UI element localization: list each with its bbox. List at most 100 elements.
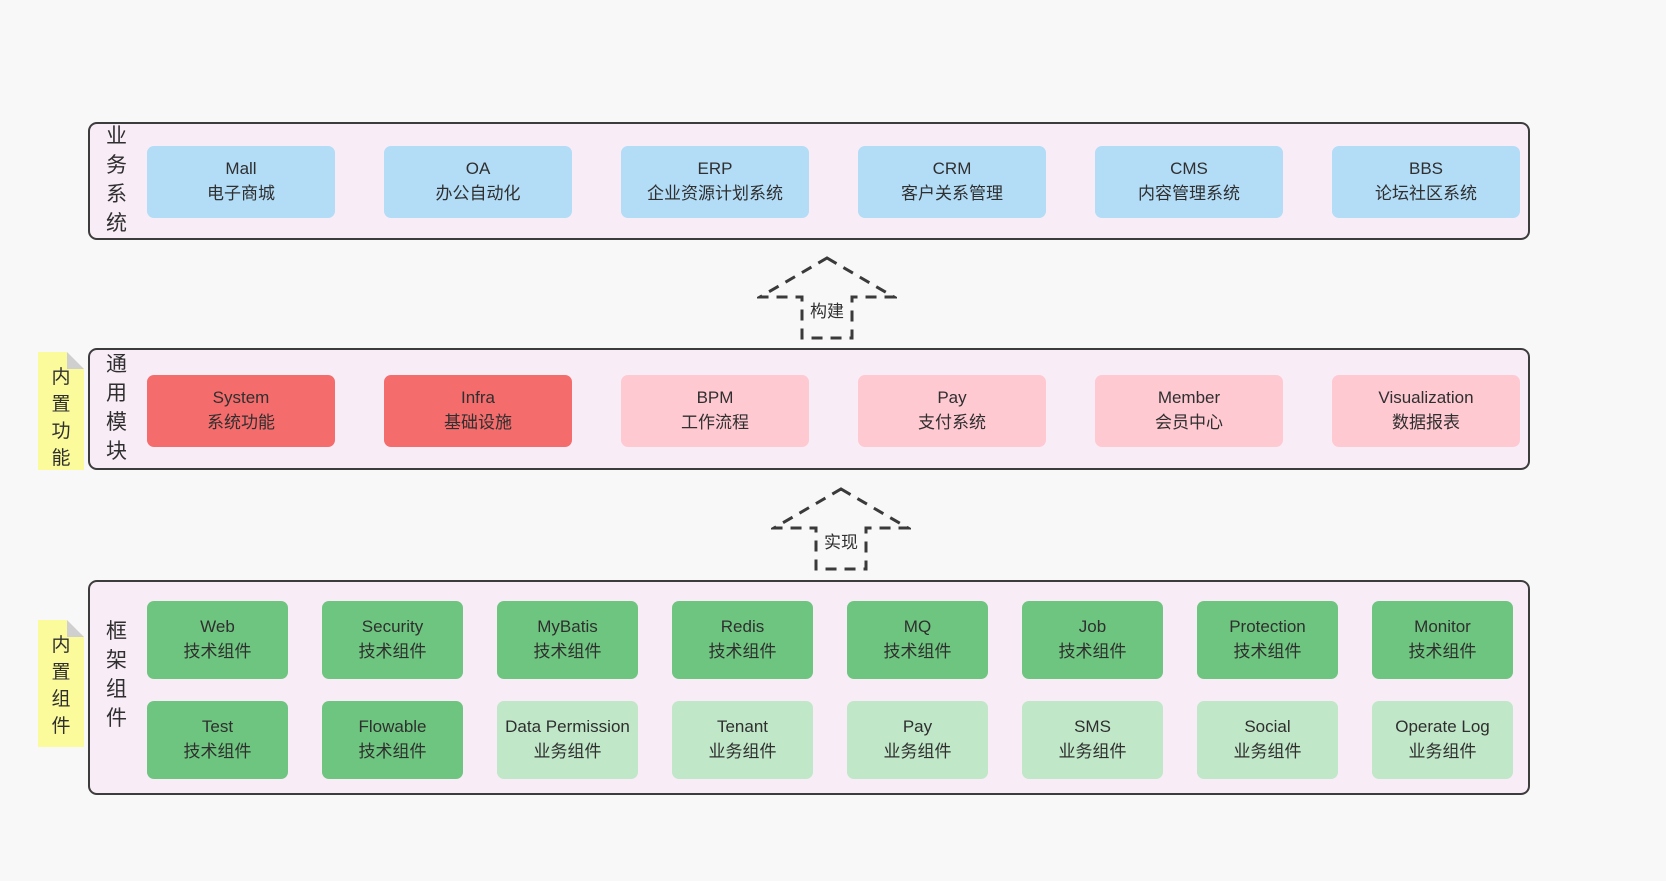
node-tenant: Tenant 业务组件 — [672, 701, 813, 779]
node-social: Social 业务组件 — [1197, 701, 1338, 779]
node-mybatis: MyBatis 技术组件 — [497, 601, 638, 679]
node-name: Operate Log — [1395, 717, 1490, 737]
node-desc: 内容管理系统 — [1138, 184, 1240, 203]
node-mall: Mall 电子商城 — [147, 146, 335, 218]
node-security: Security 技术组件 — [322, 601, 463, 679]
band-common-modules-label: 通用模块 — [106, 353, 127, 463]
node-visualization: Visualization 数据报表 — [1332, 375, 1520, 447]
node-desc: 数据报表 — [1392, 413, 1460, 432]
node-test: Test 技术组件 — [147, 701, 288, 779]
node-desc: 技术组件 — [708, 642, 777, 661]
node-name: Protection — [1229, 617, 1306, 637]
node-name: BBS — [1408, 159, 1444, 179]
band-framework-components: 框架组件 Web 技术组件 Security 技术组件 MyBatis 技术组件… — [88, 580, 1530, 795]
node-desc: 论坛社区系统 — [1375, 184, 1477, 203]
node-name: Pay — [937, 388, 967, 408]
node-desc: 业务组件 — [533, 742, 602, 761]
note-built-in-features: 内置功能 — [38, 352, 84, 470]
node-cms: CMS 内容管理系统 — [1095, 146, 1283, 218]
node-name: System — [212, 388, 270, 408]
node-flowable: Flowable 技术组件 — [322, 701, 463, 779]
arrow-up-icon — [771, 487, 911, 571]
node-desc: 技术组件 — [183, 742, 252, 761]
node-name: Job — [1078, 617, 1107, 637]
node-oa: OA 办公自动化 — [384, 146, 572, 218]
node-pay-business: Pay 业务组件 — [847, 701, 988, 779]
node-name: Flowable — [358, 717, 427, 737]
node-name: OA — [465, 159, 491, 179]
node-name: Web — [200, 617, 235, 637]
node-desc: 工作流程 — [681, 413, 749, 432]
node-name: CRM — [932, 159, 972, 179]
node-crm: CRM 客户关系管理 — [858, 146, 1046, 218]
node-name: Test — [201, 717, 234, 737]
arrow-implement-label: 实现 — [821, 528, 861, 553]
arrow-implement: 实现 — [771, 486, 911, 572]
node-desc: 基础设施 — [444, 413, 512, 432]
node-bbs: BBS 论坛社区系统 — [1332, 146, 1520, 218]
node-infra: Infra 基础设施 — [384, 375, 572, 447]
node-protection: Protection 技术组件 — [1197, 601, 1338, 679]
node-desc: 技术组件 — [358, 742, 427, 761]
arrow-build: 构建 — [757, 255, 897, 341]
node-desc: 技术组件 — [183, 642, 252, 661]
node-mq: MQ 技术组件 — [847, 601, 988, 679]
node-desc: 技术组件 — [1058, 642, 1127, 661]
node-name: Infra — [460, 388, 496, 408]
node-name: MyBatis — [537, 617, 598, 637]
node-desc: 技术组件 — [358, 642, 427, 661]
node-name: Redis — [720, 617, 765, 637]
band-business-systems: 业务系统 Mall 电子商城 OA 办公自动化 ERP 企业资源计划系统 CRM… — [88, 122, 1530, 240]
framework-components-row-2: Test 技术组件 Flowable 技术组件 Data Permission … — [147, 701, 1513, 779]
node-operate-log: Operate Log 业务组件 — [1372, 701, 1513, 779]
common-modules-row: System 系统功能 Infra 基础设施 BPM 工作流程 Pay 支付系统… — [147, 375, 1520, 447]
arrow-up-icon — [757, 256, 897, 340]
node-name: SMS — [1074, 717, 1111, 737]
node-name: Tenant — [716, 717, 769, 737]
band-common-modules: 通用模块 System 系统功能 Infra 基础设施 BPM 工作流程 Pay… — [88, 348, 1530, 470]
node-desc: 会员中心 — [1155, 413, 1223, 432]
node-name: MQ — [903, 617, 932, 637]
band-framework-components-label: 框架组件 — [106, 620, 127, 730]
node-desc: 电子商城 — [207, 184, 275, 203]
node-name: Mall — [225, 159, 257, 179]
node-data-permission: Data Permission 业务组件 — [497, 701, 638, 779]
note-built-in-components-label: 内置组件 — [51, 635, 71, 737]
business-systems-row: Mall 电子商城 OA 办公自动化 ERP 企业资源计划系统 CRM 客户关系… — [147, 146, 1520, 218]
node-desc: 技术组件 — [533, 642, 602, 661]
node-desc: 业务组件 — [1058, 742, 1127, 761]
node-name: Member — [1157, 388, 1221, 408]
node-desc: 技术组件 — [883, 642, 952, 661]
node-redis: Redis 技术组件 — [672, 601, 813, 679]
node-monitor: Monitor 技术组件 — [1372, 601, 1513, 679]
node-name: BPM — [696, 388, 734, 408]
framework-components-row-1: Web 技术组件 Security 技术组件 MyBatis 技术组件 Redi… — [147, 601, 1513, 679]
node-desc: 业务组件 — [883, 742, 952, 761]
node-name: Social — [1244, 717, 1291, 737]
node-desc: 技术组件 — [1233, 642, 1302, 661]
note-built-in-components: 内置组件 — [38, 620, 84, 747]
node-bpm: BPM 工作流程 — [621, 375, 809, 447]
node-erp: ERP 企业资源计划系统 — [621, 146, 809, 218]
node-pay: Pay 支付系统 — [858, 375, 1046, 447]
node-job: Job 技术组件 — [1022, 601, 1163, 679]
node-system: System 系统功能 — [147, 375, 335, 447]
node-name: Pay — [902, 717, 933, 737]
note-built-in-features-label: 内置功能 — [51, 367, 71, 469]
node-name: Data Permission — [505, 717, 630, 737]
node-desc: 技术组件 — [1408, 642, 1477, 661]
node-member: Member 会员中心 — [1095, 375, 1283, 447]
node-desc: 业务组件 — [708, 742, 777, 761]
node-desc: 办公自动化 — [435, 184, 521, 203]
band-business-systems-label: 业务系统 — [106, 125, 127, 235]
node-name: ERP — [697, 159, 733, 179]
node-desc: 客户关系管理 — [901, 184, 1003, 203]
arrow-build-label: 构建 — [807, 297, 847, 322]
node-desc: 业务组件 — [1408, 742, 1477, 761]
node-desc: 支付系统 — [918, 413, 986, 432]
node-name: Monitor — [1414, 617, 1471, 637]
node-web: Web 技术组件 — [147, 601, 288, 679]
node-desc: 业务组件 — [1233, 742, 1302, 761]
node-desc: 系统功能 — [207, 413, 275, 432]
node-name: CMS — [1170, 159, 1208, 179]
